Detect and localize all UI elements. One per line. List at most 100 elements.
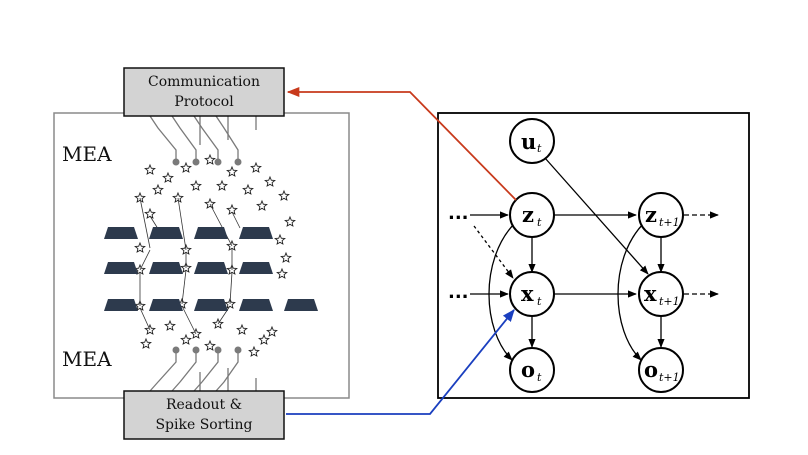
readout-spike-sorting-box: Readout & Spike Sorting — [123, 390, 285, 440]
neuron-cell — [152, 183, 164, 195]
electrode-bar — [239, 262, 273, 274]
neuron-cell — [190, 179, 202, 191]
neuron-cell — [274, 233, 286, 245]
arrow-readout-to-model — [286, 309, 515, 415]
ellipsis-z-row: ... — [448, 203, 469, 224]
top-wire — [193, 115, 219, 160]
bottom-wire — [215, 352, 239, 392]
node-x-t-main: x — [521, 281, 534, 306]
mea-bottom-label: MEA — [62, 347, 112, 371]
neuron-cell — [140, 337, 152, 349]
edge-u-to-z-next — [544, 157, 649, 275]
axon — [229, 271, 233, 305]
neuron-cell — [256, 199, 268, 211]
neuron-cell — [216, 179, 228, 191]
neuron-cell — [164, 319, 176, 331]
node-o-t1-main: o — [644, 357, 658, 382]
neuron-cell — [144, 163, 156, 175]
top-wire — [215, 115, 239, 160]
comm-box-line1: Communication — [148, 74, 260, 90]
bottom-electrode-pad — [234, 346, 242, 354]
electrode-bar — [284, 299, 318, 311]
axon — [139, 197, 151, 249]
electrode-bar — [104, 299, 138, 311]
electrode-bar — [194, 299, 228, 311]
axon — [181, 305, 197, 335]
top-electrode-wires — [149, 115, 257, 166]
neuron-cell — [284, 215, 296, 227]
node-u-t-main: u — [521, 129, 536, 154]
communication-protocol-box: Communication Protocol — [123, 67, 285, 117]
ellipsis-x-row: ... — [448, 282, 469, 303]
bottom-wire — [193, 352, 219, 392]
electrode-array-bars — [104, 227, 318, 311]
electrode-bar — [149, 227, 183, 239]
edge-z-next-to-o-next-curve — [617, 223, 644, 361]
neuron-cell — [236, 323, 248, 335]
node-z-t-sub: t — [537, 216, 542, 229]
electrode-bar — [194, 227, 228, 239]
node-z-t1-sub: t+1 — [659, 216, 680, 229]
electrode-bar — [104, 262, 138, 274]
axon — [139, 307, 151, 331]
electrode-bar — [239, 227, 273, 239]
top-electrode-pad — [214, 158, 222, 166]
neuron-cell — [266, 325, 278, 337]
bottom-electrode-pad — [172, 346, 180, 354]
top-wire — [149, 115, 177, 160]
node-o-t: o t — [509, 347, 555, 393]
node-x-t1-main: x — [644, 281, 657, 306]
node-x-t: x t — [509, 271, 555, 317]
electrode-bar — [239, 299, 273, 311]
node-o-t-sub: t — [537, 371, 542, 384]
axon — [209, 203, 233, 247]
node-u-t-sub: t — [537, 142, 542, 155]
neuron-cell — [134, 191, 146, 203]
top-wire — [171, 115, 197, 160]
neuron-cell — [242, 183, 254, 195]
neuron-cell — [180, 161, 192, 173]
readout-box-line2: Spike Sorting — [155, 417, 252, 433]
electrode-bar — [149, 299, 183, 311]
electrode-bar — [104, 227, 138, 239]
neuron-cell — [162, 171, 174, 183]
neuron-cell — [264, 175, 276, 187]
neuron-cell — [280, 251, 292, 263]
neuron-cell — [134, 241, 146, 253]
readout-box-line1: Readout & — [166, 397, 242, 413]
neuron-cell — [258, 333, 270, 345]
neuron-cell — [248, 345, 260, 357]
axon — [217, 305, 231, 325]
node-z-t: z t — [509, 192, 555, 238]
bottom-electrode-pad — [192, 346, 200, 354]
node-o-t1-sub: t+1 — [659, 371, 680, 384]
bottom-wire — [171, 352, 197, 392]
mea-top-label: MEA — [62, 142, 112, 166]
bottom-electrode-wires — [149, 346, 257, 392]
neuron-cell — [180, 333, 192, 345]
neuron-cell — [204, 197, 216, 209]
bottom-wire — [149, 352, 177, 392]
neuron-cell — [204, 153, 216, 165]
neuron-cell — [250, 161, 262, 173]
comm-box-line2: Protocol — [174, 94, 234, 110]
neuron-cell — [204, 339, 216, 351]
node-x-t1-sub: t+1 — [659, 295, 680, 308]
node-z-t1: z t+1 — [638, 192, 684, 238]
top-electrode-pad — [192, 158, 200, 166]
neuron-culture — [134, 153, 296, 357]
electrode-bar — [149, 262, 183, 274]
neuron-cell — [276, 267, 288, 279]
node-u-t: u t — [509, 118, 555, 164]
node-o-t1: o t+1 — [638, 347, 684, 393]
axon — [177, 197, 187, 251]
node-z-t-main: z — [522, 202, 534, 227]
node-x-t-sub: t — [537, 295, 542, 308]
electrode-bar — [194, 262, 228, 274]
node-x-t1: x t+1 — [638, 271, 684, 317]
axon — [231, 211, 241, 229]
node-z-t1-main: z — [645, 202, 657, 227]
top-electrode-pad — [234, 158, 242, 166]
edge-in-diag-to-x — [473, 225, 514, 279]
